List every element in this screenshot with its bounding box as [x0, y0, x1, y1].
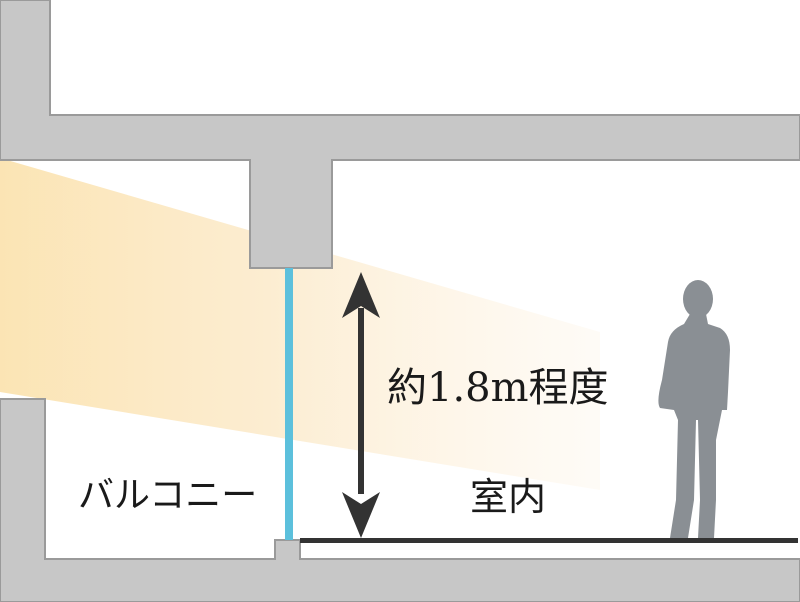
- height-arrow: [342, 272, 380, 538]
- person-silhouette: [658, 280, 730, 538]
- sunlight-beam: [0, 158, 600, 490]
- ceiling-slab: [0, 0, 800, 269]
- balcony-label: バルコニー: [78, 475, 258, 516]
- height-label: 約1.8m程度: [387, 365, 609, 411]
- floor-line: [300, 538, 798, 543]
- window-glass: [285, 268, 293, 540]
- room-label: 室内: [470, 475, 547, 519]
